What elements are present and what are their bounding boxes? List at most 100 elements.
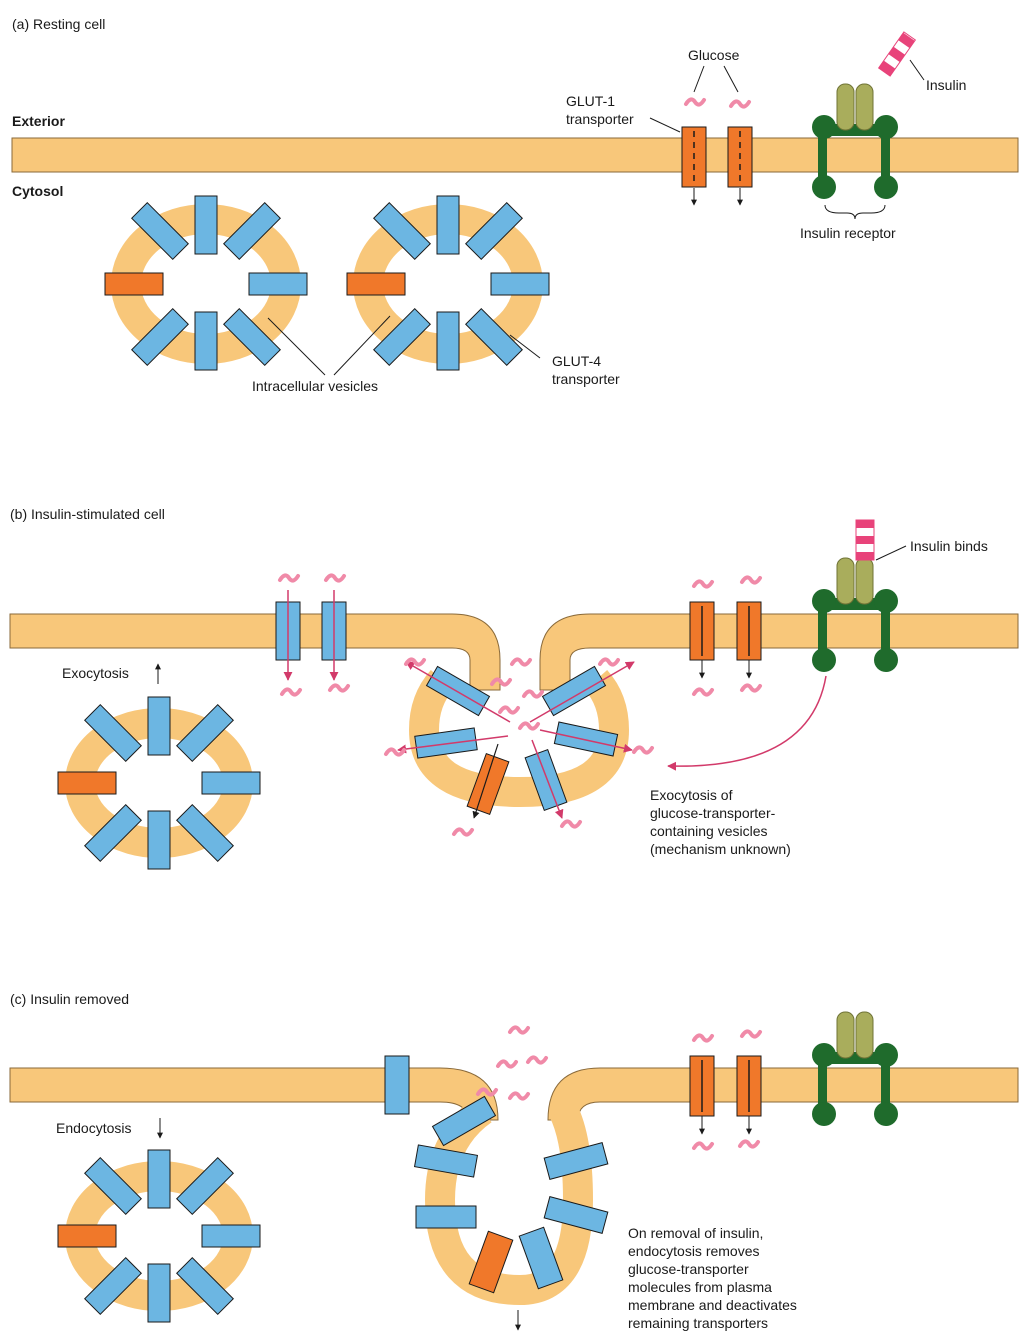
removal-note-line: endocytosis removes: [628, 1243, 760, 1259]
glut4-transporter-icon: [518, 1226, 564, 1290]
vesicle-pointer: [333, 315, 391, 376]
glucose-molecule-icon: [384, 747, 406, 757]
glucose-molecule-icon: [692, 579, 714, 589]
glucose-label: Glucose: [688, 47, 740, 63]
glucose-molecules-c: [476, 1025, 548, 1101]
glut4-transporter-icon: [541, 665, 607, 717]
glut4-transporter-icon: [176, 804, 234, 862]
glut1-pointer: [649, 117, 681, 133]
insulin-receptor-icon: [812, 1011, 898, 1126]
glut4-label: GLUT-4: [552, 353, 601, 369]
glut4-transporter-icon: [490, 272, 550, 296]
glut4-transporter-icon: [147, 1149, 171, 1209]
signal-arrow: [667, 675, 827, 771]
glut1-label: GLUT-1: [566, 93, 615, 109]
glucose-molecule-icon: [522, 689, 544, 699]
glut4-transporter-icon: [131, 308, 189, 366]
removal-note-line: molecules from plasma: [628, 1279, 772, 1295]
plasma-membrane-b: [539, 613, 1019, 691]
plasma-membrane-c: [547, 1067, 1019, 1121]
glut4-transporter-icon: [201, 1224, 261, 1248]
insulin-binds-label: Insulin binds: [910, 538, 988, 554]
fusing-vesicle-transporters: [397, 661, 635, 819]
insulin-molecule-icon: [855, 519, 875, 561]
insulin-label: Insulin: [926, 77, 966, 93]
panel-c-title: (c) Insulin removed: [10, 991, 129, 1007]
plasma-membrane-a: [11, 137, 1019, 173]
glut4-transporter-icon: [436, 195, 460, 255]
plasma-membrane-c: [9, 1067, 499, 1121]
glucose-molecule-icon: [508, 1091, 530, 1101]
glucose-molecule-icon: [560, 819, 582, 829]
glut4-transporter-icon: [194, 311, 218, 371]
glucose-molecules-b: [384, 657, 654, 837]
glut1-transporter-icon: [57, 1224, 117, 1248]
receptor-brace: [824, 204, 886, 220]
glucose-molecule-icon: [740, 683, 762, 693]
glut4-transporter-icon: [176, 704, 234, 762]
glut4-transporter-icon: [201, 771, 261, 795]
glucose-molecule-icon: [510, 657, 532, 667]
panel-a-title: (a) Resting cell: [12, 16, 105, 32]
glut4-transporter-icon: [147, 696, 171, 756]
intracellular-vesicle: [57, 696, 261, 870]
glucose-flux-arrow: [472, 743, 499, 819]
glut4-transporter-icon: [425, 665, 491, 717]
endocytosis-label: Endocytosis: [56, 1120, 131, 1136]
glut4-transporter-icon: [223, 308, 281, 366]
glucose-molecule-icon: [496, 1059, 518, 1069]
glucose-molecule-icon: [632, 745, 654, 755]
glut1-transporter-icon: [468, 1230, 514, 1294]
exterior-label: Exterior: [12, 113, 65, 129]
glut4-transporter-icon: [84, 704, 142, 762]
exocytosis-note-line: glucose-transporter-: [650, 805, 776, 821]
glucose-molecule-icon: [280, 687, 302, 697]
glut4-transporter-icon: [431, 1095, 497, 1147]
glucose-molecule-icon: [692, 687, 714, 697]
intracellular-vesicle: [104, 195, 308, 371]
glucose-molecule-icon: [692, 1033, 714, 1043]
glucose-molecule-icon: [729, 99, 751, 109]
exocytosis-note-line: containing vesicles: [650, 823, 768, 839]
glucose-molecule-icon: [518, 721, 540, 731]
glut4-transporter-icon: [373, 308, 431, 366]
glut4-transporter-icon: [384, 1055, 410, 1115]
panel-b-title: (b) Insulin-stimulated cell: [10, 506, 165, 522]
removal-note-line: remaining transporters: [628, 1315, 768, 1331]
glucose-molecule-icon: [684, 97, 706, 107]
glut4-transporter-icon: [147, 810, 171, 870]
glucose-flux-arrow: [531, 739, 564, 819]
glut4-transporter-icon: [553, 721, 619, 757]
glucose-molecule-icon: [490, 677, 512, 687]
glucose-pointer: [723, 65, 739, 93]
insulin-molecule-icon: [877, 31, 917, 77]
glut4-label: transporter: [552, 371, 620, 387]
glut1-transporter-icon: [466, 752, 510, 816]
insulin-receptor-icon: [812, 557, 898, 672]
exocytosis-label: Exocytosis: [62, 665, 129, 681]
insulin-binds-pointer: [875, 545, 907, 561]
glucose-molecule-icon: [328, 683, 350, 693]
glut4-transporter-icon: [147, 1263, 171, 1323]
glucose-molecule-icon: [526, 1055, 548, 1065]
removal-note-line: On removal of insulin,: [628, 1225, 763, 1241]
glucose-molecule-icon: [508, 1025, 530, 1035]
fusing-vesicle: [408, 669, 630, 808]
pit-transporters: [413, 1095, 609, 1294]
glut4-transporter-icon: [176, 1157, 234, 1215]
glucose-flux-arrow: [539, 729, 633, 753]
glucose-molecule-icon: [476, 1087, 498, 1097]
glucose-molecule-icon: [324, 573, 346, 583]
vesicle-pointer: [267, 317, 326, 376]
glucose-molecule-icon: [740, 575, 762, 585]
plasma-membrane-b: [9, 613, 501, 691]
removal-note-line: membrane and deactivates: [628, 1297, 797, 1313]
glut4-transporter-icon: [465, 308, 523, 366]
panel-c: (c) Insulin removed: [9, 991, 1019, 1331]
insulin-pointer: [909, 59, 925, 81]
intracellular-vesicle: [346, 195, 550, 371]
insulin-receptor-icon: [812, 83, 898, 199]
glut1-transporter-icon: [104, 272, 164, 296]
intracellular-vesicle: [57, 1149, 261, 1323]
